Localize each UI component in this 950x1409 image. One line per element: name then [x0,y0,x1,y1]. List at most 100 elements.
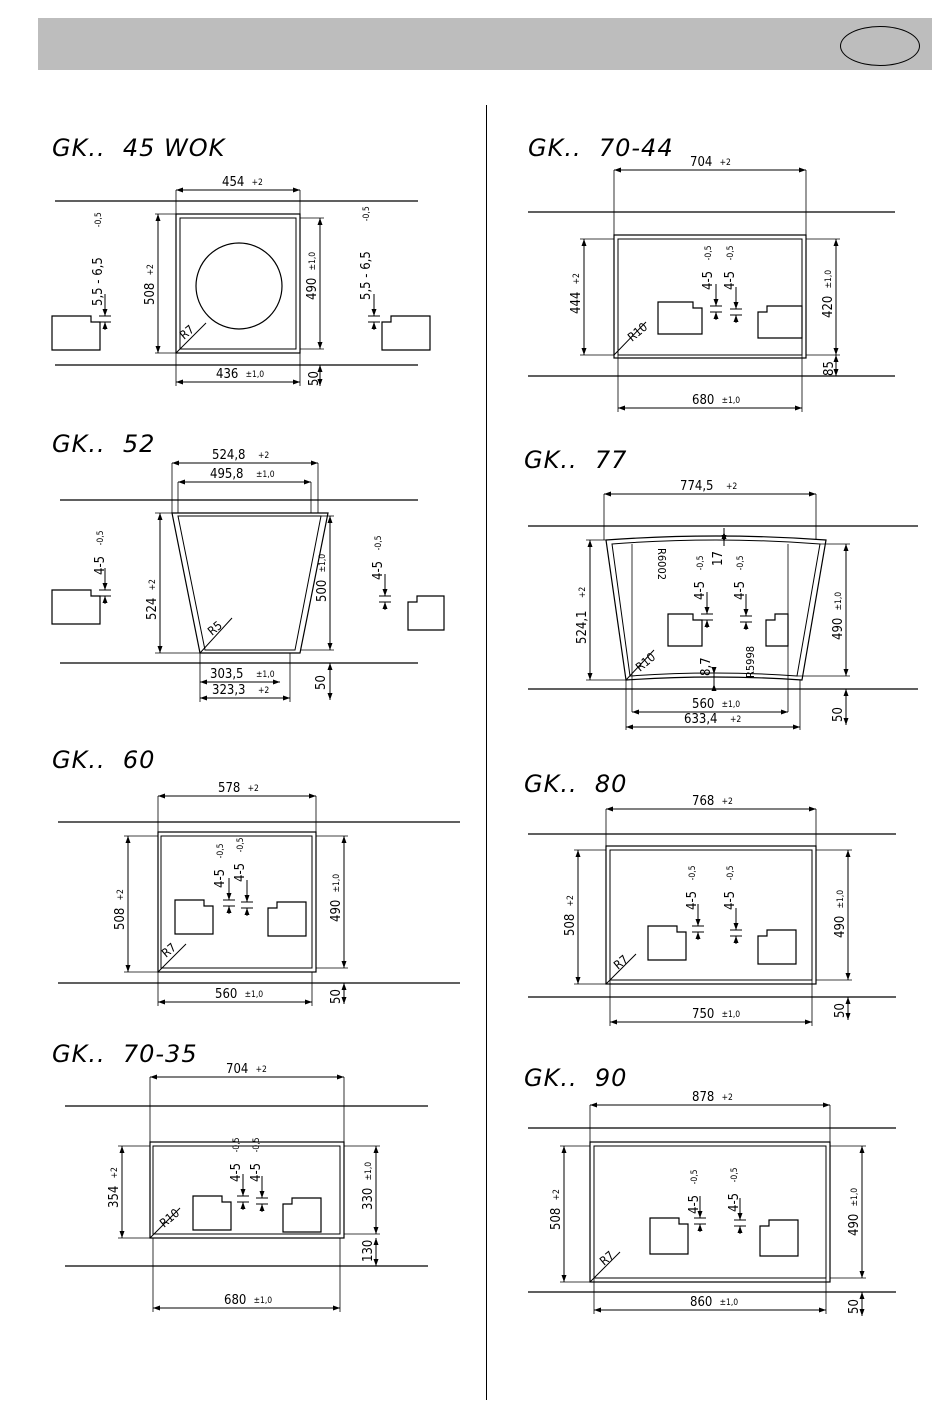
worktop-block-left [51,589,101,625]
dim-height-inner-arrow-bottom [859,1271,865,1278]
dim-width-top-value: 768 [692,794,714,809]
dim-height-inner-tolerance: ±1,0 [824,270,834,289]
dim-width-top-value: 454 [222,175,244,190]
cutout-inner [152,1145,341,1235]
worktop-block-left [649,1217,689,1255]
dim-height-outer-arrow-bottom [561,1275,567,1282]
worktop-block-left [657,301,703,335]
dim-width-top2-value: 495,8 [210,467,243,482]
cutout-outer [149,1141,345,1239]
dim-width-top-arrow-right [293,187,300,193]
radius-leader [589,1251,621,1283]
dim-margin-value: 50 [847,1299,862,1314]
dim-width-bottom-arrow-left [632,709,639,715]
radius-leader [199,617,233,654]
mount-left-tolerance: -0,5 [94,212,104,227]
language-badge [840,26,920,66]
dim-height-inner-value: 490 [305,278,320,300]
dim-width-bottom-arrow-left [158,999,165,1005]
dim-height-inner-tolerance: ±1,0 [834,592,844,611]
dim-height-outer-arrow-top [157,513,163,520]
dim-width-top2-tolerance: ±1,0 [256,470,275,480]
dim-height-inner-arrow-bottom [327,643,333,650]
mount-left-value: 4-5 [213,869,228,888]
mount-right-arrow-down [737,1213,743,1220]
dim-height-inner-tolerance: ±1,0 [850,1188,860,1207]
dim-height-outer-value: 354 [107,1186,122,1208]
mount-right-value: 4-5 [371,561,386,580]
dim-width-bottom-value: 560 [692,697,714,712]
mount-right-value: 4-5 [233,863,248,882]
cutout-outer [175,213,301,354]
mount-left-tolerance: -0,5 [696,555,706,570]
radius-leader [613,321,647,356]
column-divider [486,105,487,1400]
dim-width-bottom-arrow-right [781,709,788,715]
mount-right-value: 4-5 [723,891,738,910]
mount-right-value: 4-5 [733,581,748,600]
mount-right-value: 4-5 [723,271,738,290]
dim-width-top-arrow-right [337,1074,344,1080]
dim-width-bottom-value: 560 [215,987,237,1002]
cutout-outer [605,535,827,681]
gap-bottom-arrow2 [711,684,717,691]
dim-width-top-arrow-left [614,167,621,173]
mount-left-arrow-down [704,607,710,614]
dim-margin-arrow-top [859,1292,865,1299]
dim-height-inner-arrow-bottom [833,348,839,355]
dim-width-top-tolerance: +2 [258,451,269,461]
cutout-inner [609,849,813,981]
dim-height-inner-arrow-top [833,239,839,246]
dim-height-inner-arrow-bottom [317,342,323,349]
dim-height-outer-tolerance: +2 [552,1189,562,1200]
worktop-block-right [759,1219,799,1257]
dim-width-top-arrow-left [606,806,613,812]
dim-width-bottom-arrow-left [610,1019,617,1025]
dim-margin-arrow-bottom [317,379,323,386]
dim-height-inner-value: 490 [329,900,344,922]
dim-width-bottom2-arrow-left [626,724,633,730]
mount-left-tolerance: -0,5 [96,530,106,545]
worktop-block-right [765,613,789,647]
cutout-inner [593,1145,827,1279]
mount-left-tolerance: -0,5 [690,1169,700,1184]
cutout-inner [160,835,313,969]
dim-height-inner-tolerance: ±1,0 [318,554,328,573]
title-gk45wok: GK.. 45 WOK [52,134,226,162]
mount-left-arrow-down [697,1211,703,1218]
dim-height-inner-arrow-top [317,218,323,225]
dim-width-bottom2-arrow-left [200,695,207,701]
dim-width-bottom-arrow-left [153,1305,160,1311]
dim-width-top-tolerance: +2 [720,158,731,168]
header-bar [38,18,932,70]
radius-leader [157,943,187,973]
dim-margin-value: 130 [361,1240,376,1262]
cutout-inner [177,515,322,651]
dim-width-bottom-value: 680 [224,1293,246,1308]
dim-height-outer-value: 444 [569,292,584,314]
dim-height-inner-arrow-bottom [843,669,849,676]
dim-width-top-value: 704 [226,1062,248,1077]
dim-height-inner-value: 490 [833,916,848,938]
dim-height-inner-tolerance: ±1,0 [332,874,342,893]
mount-right-tolerance: -0,5 [236,837,246,852]
mount-right-tolerance: -0,5 [726,865,736,880]
dim-height-outer-value: 508 [549,1208,564,1230]
dim-margin-value: 50 [307,371,322,386]
mount-right-tolerance: -0,5 [374,535,384,550]
dim-width-bottom-arrow-right [819,1307,826,1313]
gap-top-arrow2 [721,535,727,542]
title-gk7044: GK.. 70-44 [528,134,674,162]
dim-height-outer-arrow-top [575,850,581,857]
dim-height-outer-arrow-top [587,540,593,547]
worktop-block-right [757,305,803,339]
dim-width-top-tolerance: +2 [256,1065,267,1075]
dim-height-outer-tolerance: +2 [572,273,582,284]
dim-width-bottom2-arrow-right [793,724,800,730]
dim-height-inner-tolerance: ±1,0 [308,252,318,271]
dim-height-inner-value: 330 [361,1188,376,1210]
dim-width-top-arrow-right [809,806,816,812]
dim-width-top-arrow-left [176,187,183,193]
